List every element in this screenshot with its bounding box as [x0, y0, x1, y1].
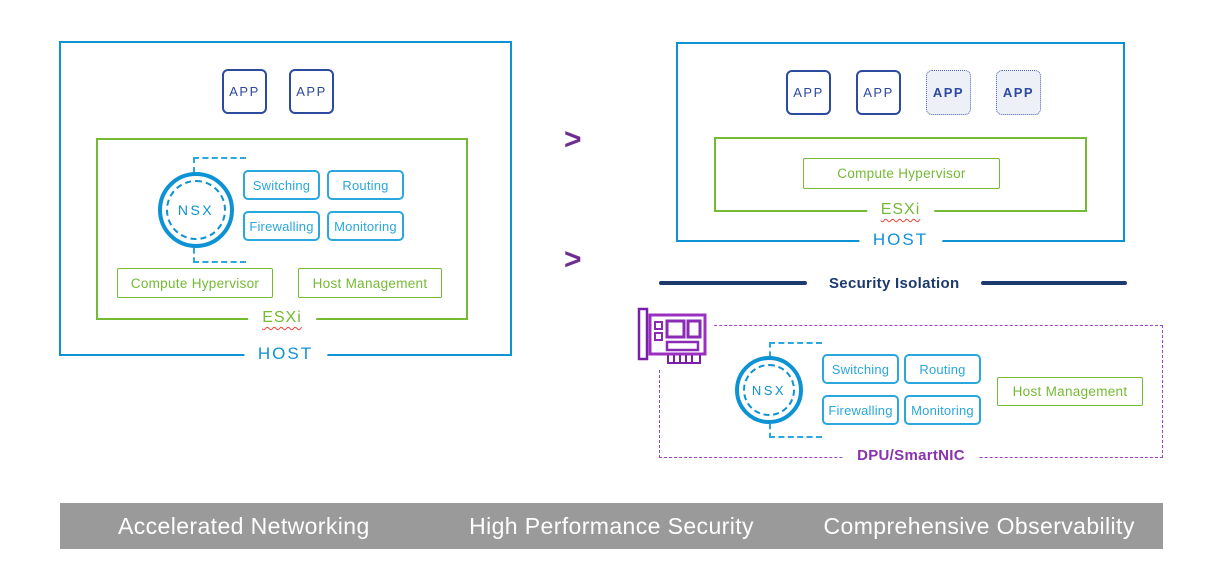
left-nsx-circle-icon: NSX: [158, 172, 234, 248]
app-label: APP: [229, 84, 260, 99]
left-app-box-1: APP: [222, 69, 267, 114]
left-esxi-label: ESXi: [248, 308, 316, 328]
left-nsx-bracket-bottom-vertical: [193, 248, 195, 263]
security-isolation-label: Security Isolation: [829, 274, 960, 292]
dpu-nsx-bracket-bottom-arm: [769, 436, 822, 438]
app-label: APP: [296, 84, 327, 99]
security-isolation-line-left: [659, 281, 807, 285]
app-label: APP: [932, 85, 965, 100]
left-host-management-box: Host Management: [298, 268, 442, 298]
left-service-routing: Routing: [327, 170, 404, 200]
left-service-firewalling: Firewalling: [243, 211, 320, 241]
right-app-box-2: APP: [856, 70, 901, 115]
left-host-label: HOST: [243, 344, 328, 364]
banner-item-high-performance-security: High Performance Security: [469, 512, 754, 539]
left-nsx-bracket-bottom-arm: [193, 261, 246, 263]
app-label: APP: [793, 85, 824, 100]
right-host-label: HOST: [858, 230, 943, 250]
dpu-nsx-label: NSX: [743, 364, 795, 416]
right-app-box-4-migrating: APP: [996, 70, 1041, 115]
left-service-monitoring: Monitoring: [327, 211, 404, 241]
benefits-banner: Accelerated Networking High Performance …: [60, 503, 1163, 549]
right-compute-hypervisor-box: Compute Hypervisor: [803, 158, 1000, 189]
banner-item-accelerated-networking: Accelerated Networking: [117, 512, 370, 539]
dpu-nsx-bracket-top-vertical: [769, 342, 771, 357]
left-app-box-2: APP: [289, 69, 334, 114]
banner-item-comprehensive-observability: Comprehensive Observability: [823, 512, 1135, 539]
dpu-nsx-circle-icon: NSX: [735, 356, 803, 424]
app-label: APP: [1002, 85, 1035, 100]
left-nsx-bracket-top-vertical: [193, 157, 195, 173]
dpu-host-management-box: Host Management: [997, 377, 1143, 406]
dpu-nsx-bracket-top-arm: [769, 342, 822, 344]
right-app-box-3-migrating: APP: [926, 70, 971, 115]
dpu-service-firewalling: Firewalling: [822, 395, 899, 425]
left-service-switching: Switching: [243, 170, 320, 200]
security-isolation-line-right: [981, 281, 1127, 285]
dpu-nsx-bracket-bottom-vertical: [769, 424, 771, 438]
security-isolation-divider: Security Isolation: [659, 274, 1127, 292]
dpu-service-monitoring: Monitoring: [904, 395, 981, 425]
network-card-icon: [634, 304, 712, 368]
dpu-service-switching: Switching: [822, 354, 899, 384]
left-nsx-label: NSX: [166, 180, 226, 240]
dpu-service-routing: Routing: [904, 354, 981, 384]
transition-chevron-icon-2: >: [564, 243, 582, 276]
app-label: APP: [863, 85, 894, 100]
dpu-smartnic-label: DPU/SmartNIC: [843, 446, 979, 466]
right-esxi-label: ESXi: [866, 200, 935, 220]
left-nsx-bracket-top-arm: [193, 157, 246, 159]
right-app-box-1: APP: [786, 70, 831, 115]
left-compute-hypervisor-box: Compute Hypervisor: [117, 268, 273, 298]
transition-chevron-icon-1: >: [564, 123, 582, 156]
